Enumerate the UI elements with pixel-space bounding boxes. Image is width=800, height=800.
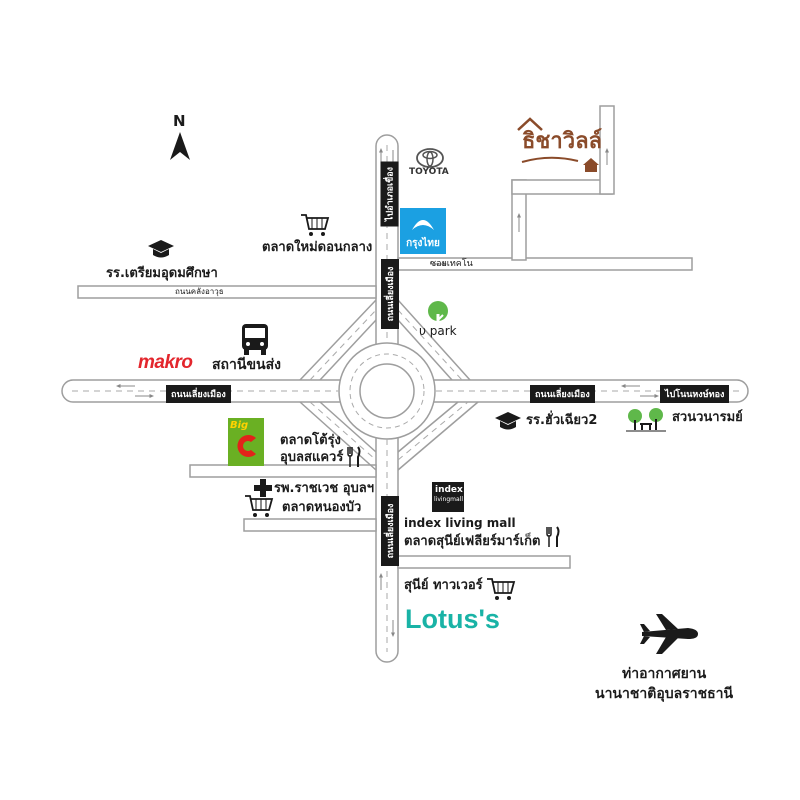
road-label-main-west: ถนนเลี่ยงเมือง <box>166 385 231 403</box>
road-sunee <box>397 555 571 569</box>
talad-tor-rung-label: ตลาดโต้รุ่ง <box>280 433 341 448</box>
shopping-cart-icon-3 <box>487 578 516 600</box>
index-logo-subtext: livingmall <box>434 496 464 503</box>
bus-icon <box>242 324 268 355</box>
road-label-vertical-mid: ถนนเลี่ยงเมือง <box>381 259 399 329</box>
graduation-cap-icon-2 <box>495 412 521 430</box>
road-bigc <box>189 464 377 478</box>
triam-udom-label: รร.เตรียมอุดมศึกษา <box>106 266 218 281</box>
makro-logo: makro <box>138 352 193 373</box>
road-label-vertical-south: ถนนเลี่ยงเมือง <box>381 496 399 566</box>
school-2-label: รร.ฮั่วเฉียว2 <box>526 413 598 428</box>
sunee-tower-label: สุนีย์ ทาวเวอร์ <box>404 578 483 593</box>
airport-label-2: นานาชาติอุบลราชธานี <box>595 686 734 702</box>
fork-knife-icon-2 <box>546 526 560 547</box>
road-label-soi-techno: ซอยเทคโน <box>430 259 473 269</box>
road-label-klang: ถนนคลังอาวุธ <box>175 287 224 296</box>
bus-station-label: สถานีขนส่ง <box>212 357 281 373</box>
shopping-cart-icon <box>301 214 330 236</box>
road-to-thicha-h <box>511 179 613 195</box>
shopping-cart-icon-2 <box>245 495 274 517</box>
krungthai-label: กรุงไทย <box>406 238 440 249</box>
house-icon <box>583 158 599 172</box>
park-trees-icon <box>626 408 666 432</box>
lotus-logo: Lotus's <box>405 604 500 634</box>
krungthai-logo: กรุงไทย <box>400 208 446 254</box>
bigc-c-icon <box>237 435 256 457</box>
hospital-cross-icon <box>254 479 272 497</box>
north-arrow-icon <box>170 132 190 160</box>
index-living-mall-label: index living mall <box>404 516 516 530</box>
road-label-vertical-north: ไปอำเภอเขื่อง <box>380 161 399 227</box>
road-label-to-nonhong: ไปโนนหงษ์ทอง <box>660 385 730 403</box>
bigc-logo: Big <box>228 418 264 466</box>
roof-icon <box>517 117 543 131</box>
bigc-big-label: Big <box>230 420 249 431</box>
toyota-logo-icon <box>416 148 444 168</box>
krungthai-bird-icon <box>412 220 434 230</box>
fork-knife-icon <box>347 446 361 467</box>
suan-wanarom-label: สวนวนารมย์ <box>672 410 743 425</box>
talad-mai-label: ตลาดใหม่ดอนกลาง <box>262 240 373 255</box>
index-logo: index livingmall <box>432 482 464 512</box>
index-logo-text: index <box>435 485 463 495</box>
swoosh-icon <box>521 156 579 163</box>
tree-icon <box>428 301 448 327</box>
road-hospital <box>243 518 377 532</box>
thicha-villa-logo: ธิชาวิลล์ <box>522 128 603 154</box>
u-park-label: υ park <box>419 324 457 338</box>
graduation-cap-icon <box>148 240 174 258</box>
north-label: N <box>173 112 186 130</box>
hospital-label: รพ.ราชเวช อุบลฯ <box>274 481 375 496</box>
road-klang-arvut <box>77 285 377 299</box>
airplane-icon <box>640 614 698 654</box>
toyota-label: TOYOTA <box>409 167 449 177</box>
airport-label-1: ท่าอากาศยาน <box>622 666 707 682</box>
sunee-market-label: ตลาดสุนีย์เฟลียร์มาร์เก็ต <box>404 534 541 549</box>
road-label-main-east: ถนนเลี่ยงเมือง <box>530 385 595 403</box>
talad-nong-bua-label: ตลาดหนองบัว <box>282 500 362 515</box>
ubon-square-label: อุบลสแควร์ <box>280 450 344 465</box>
